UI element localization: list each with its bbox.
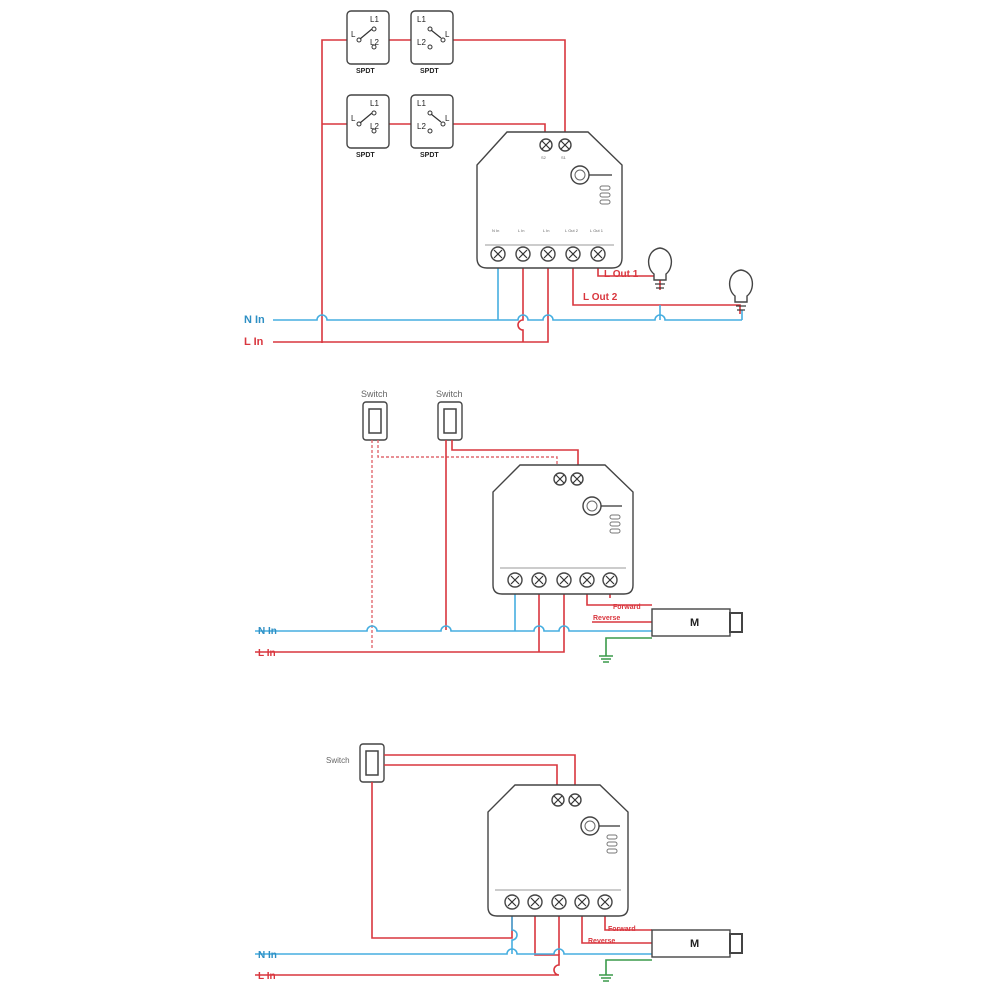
n-in-label: N In (258, 950, 277, 961)
switch-1-label: Switch (361, 389, 388, 399)
terminal-l1-label: L1 (417, 99, 426, 108)
l-in-small-label: L In (543, 228, 550, 233)
n-in-small-label: N In (492, 228, 499, 233)
motor-label: M (690, 617, 699, 629)
terminal-l2-label: L2 (370, 122, 379, 131)
spdt-label: SPDT (356, 68, 375, 75)
l-in-label: L In (258, 971, 276, 982)
forward-label: Forward (608, 926, 636, 933)
spdt-label: SPDT (356, 152, 375, 159)
switch-3-label: Switch (326, 756, 350, 765)
terminal-l2-label: L2 (370, 38, 379, 47)
relay-module-1: S2 S1 N In L In L In L Out 2 L Out 1 (476, 131, 623, 269)
terminal-l-label: L (445, 114, 450, 123)
l-out1-small-label: L Out 1 (590, 228, 604, 233)
l-in-label: L In (244, 336, 264, 348)
terminal-l2-label: L2 (417, 122, 426, 131)
reverse-label: Reverse (593, 615, 620, 622)
motor-3: M (651, 929, 743, 958)
l-out2-small-label: L Out 2 (565, 228, 579, 233)
light-bulb-1-icon (647, 247, 673, 289)
relay-module-2 (492, 464, 634, 595)
switch-3: Switch (326, 743, 385, 783)
terminal-l1-label: L1 (370, 15, 379, 24)
spdt-switch-2a: L1 L2 L SPDT (346, 94, 390, 159)
spdt-label: SPDT (420, 152, 439, 159)
l-in-small-label: L In (518, 228, 525, 233)
s1-label: S1 (561, 155, 567, 160)
terminal-l1-label: L1 (417, 15, 426, 24)
terminal-l2-label: L2 (417, 38, 426, 47)
switch-2: Switch (436, 389, 463, 441)
spdt-switch-1b: L1 L2 L SPDT (410, 10, 454, 75)
diagram-2-motor-two-switches: Switch Switch (255, 389, 743, 663)
n-in-label: N In (244, 314, 265, 326)
n-in-label: N In (258, 626, 277, 637)
switch-1: Switch (361, 389, 388, 441)
terminal-l-label: L (445, 30, 450, 39)
diagram-1-spdt-lights: L1 L2 L SPDT L1 L2 L SPDT L1 L2 L SPDT (244, 10, 754, 348)
motor-label: M (690, 938, 699, 950)
spdt-label: SPDT (420, 68, 439, 75)
switch-2-label: Switch (436, 389, 463, 399)
l-in-label: L In (258, 648, 276, 659)
forward-label: Forward (613, 604, 641, 611)
terminal-l1-label: L1 (370, 99, 379, 108)
light-bulb-2-icon (728, 269, 754, 311)
motor-2: M (651, 608, 743, 637)
l-out2-label: L Out 2 (583, 292, 618, 303)
relay-module-3 (487, 784, 629, 917)
spdt-switch-1a: L1 L2 L SPDT (346, 10, 390, 75)
diagram-3-motor-one-switch: Switch (255, 743, 743, 982)
spdt-switch-2b: L1 L2 L SPDT (410, 94, 454, 159)
terminal-l-label: L (351, 30, 356, 39)
terminal-l-label: L (351, 114, 356, 123)
s2-label: S2 (541, 155, 547, 160)
l-out1-label: L Out 1 (604, 269, 639, 280)
reverse-label: Reverse (588, 938, 615, 945)
